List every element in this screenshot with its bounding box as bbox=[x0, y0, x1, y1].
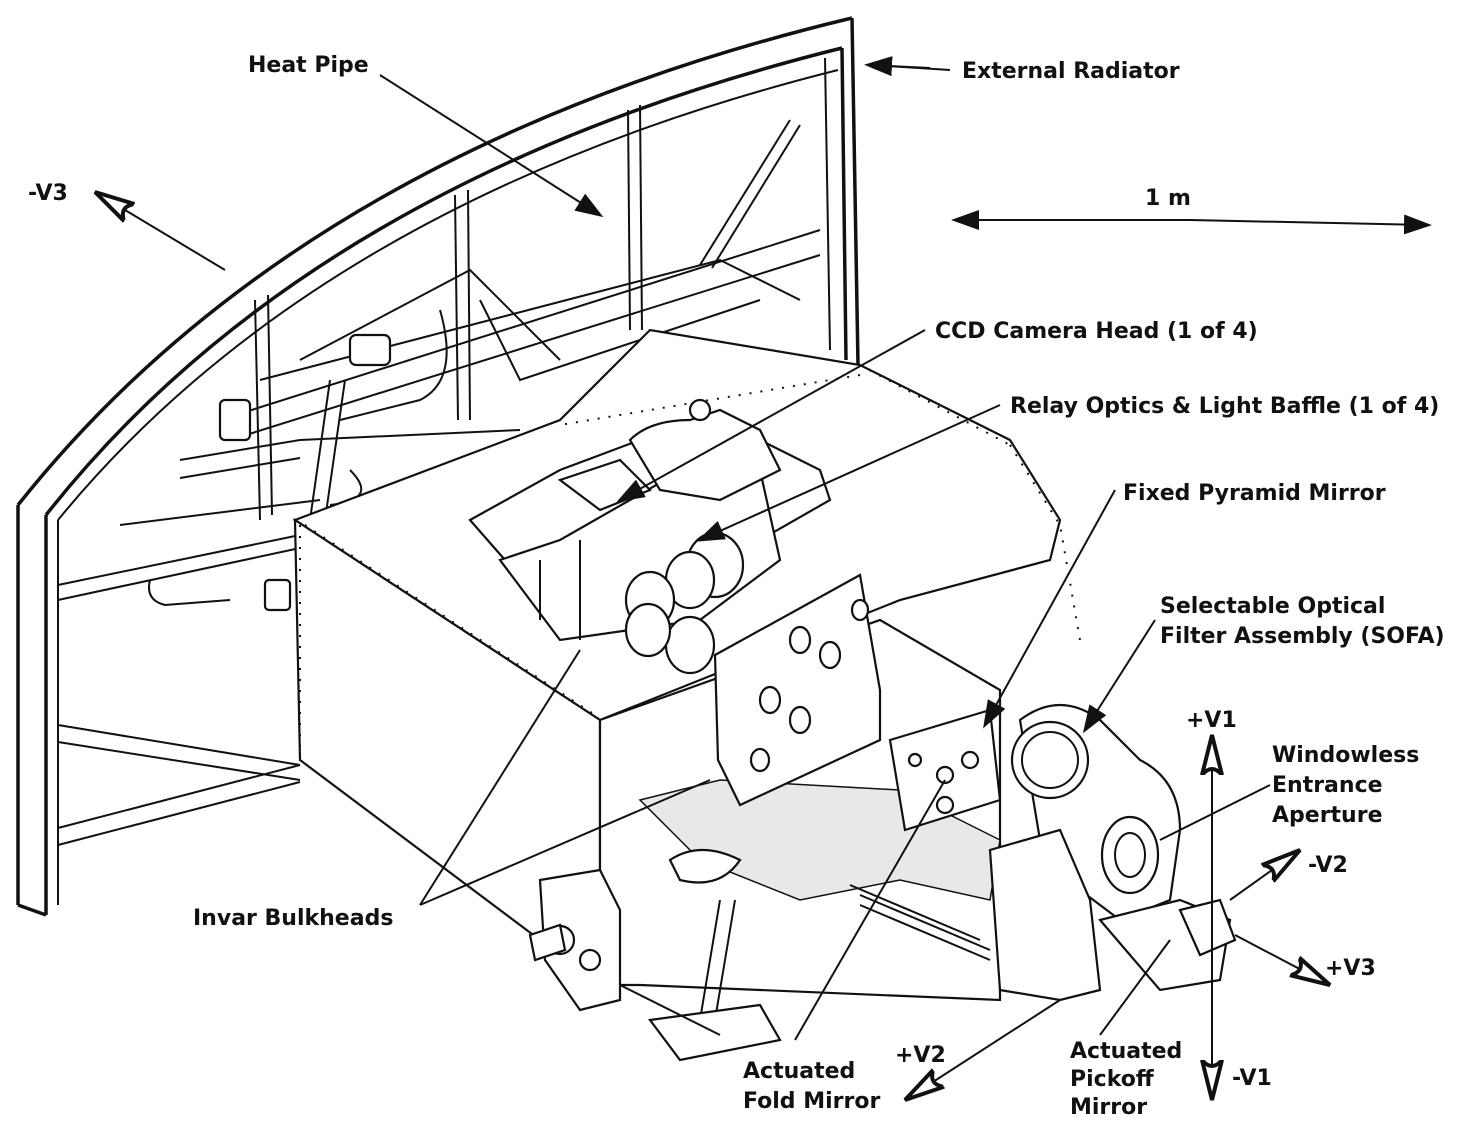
label-scale: 1 m bbox=[1145, 186, 1191, 211]
label-heat-pipe: Heat Pipe bbox=[248, 53, 369, 78]
label-ccd-camera-head: CCD Camera Head (1 of 4) bbox=[935, 319, 1258, 344]
leader-lines bbox=[379, 56, 1271, 1041]
label-minus-v3: -V3 bbox=[28, 181, 68, 206]
label-windowless-line2: Entrance bbox=[1272, 773, 1383, 798]
scale-bar bbox=[951, 210, 1432, 235]
label-external-radiator: External Radiator bbox=[962, 59, 1180, 84]
labels: Heat Pipe External Radiator -V3 1 m CCD … bbox=[28, 53, 1445, 1120]
label-minus-v2: -V2 bbox=[1308, 853, 1348, 878]
label-actuated-fold-line2: Fold Mirror bbox=[743, 1089, 880, 1114]
label-sofa-line1: Selectable Optical bbox=[1160, 594, 1385, 619]
label-plus-v1: +V1 bbox=[1186, 708, 1237, 733]
label-invar-bulkheads: Invar Bulkheads bbox=[193, 906, 393, 931]
label-actuated-fold-line1: Actuated bbox=[743, 1059, 855, 1084]
label-windowless-line3: Aperture bbox=[1272, 803, 1383, 828]
truss-structure bbox=[119, 119, 821, 612]
label-minus-v1: -V1 bbox=[1232, 1066, 1272, 1091]
axis-arrows bbox=[95, 192, 1330, 1100]
label-actuated-pickoff-line2: Pickoff bbox=[1070, 1067, 1155, 1092]
label-actuated-pickoff-line1: Actuated bbox=[1070, 1039, 1182, 1064]
label-plus-v2: +V2 bbox=[895, 1043, 946, 1068]
label-relay-optics: Relay Optics & Light Baffle (1 of 4) bbox=[1010, 394, 1439, 419]
label-fixed-pyramid-mirror: Fixed Pyramid Mirror bbox=[1123, 481, 1386, 506]
label-actuated-pickoff-line3: Mirror bbox=[1070, 1095, 1147, 1120]
label-sofa-line2: Filter Assembly (SOFA) bbox=[1160, 624, 1445, 649]
label-plus-v3: +V3 bbox=[1325, 956, 1376, 981]
sofa-assembly bbox=[888, 703, 1237, 1002]
front-plate bbox=[713, 573, 882, 807]
label-windowless-line1: Windowless bbox=[1272, 743, 1419, 768]
